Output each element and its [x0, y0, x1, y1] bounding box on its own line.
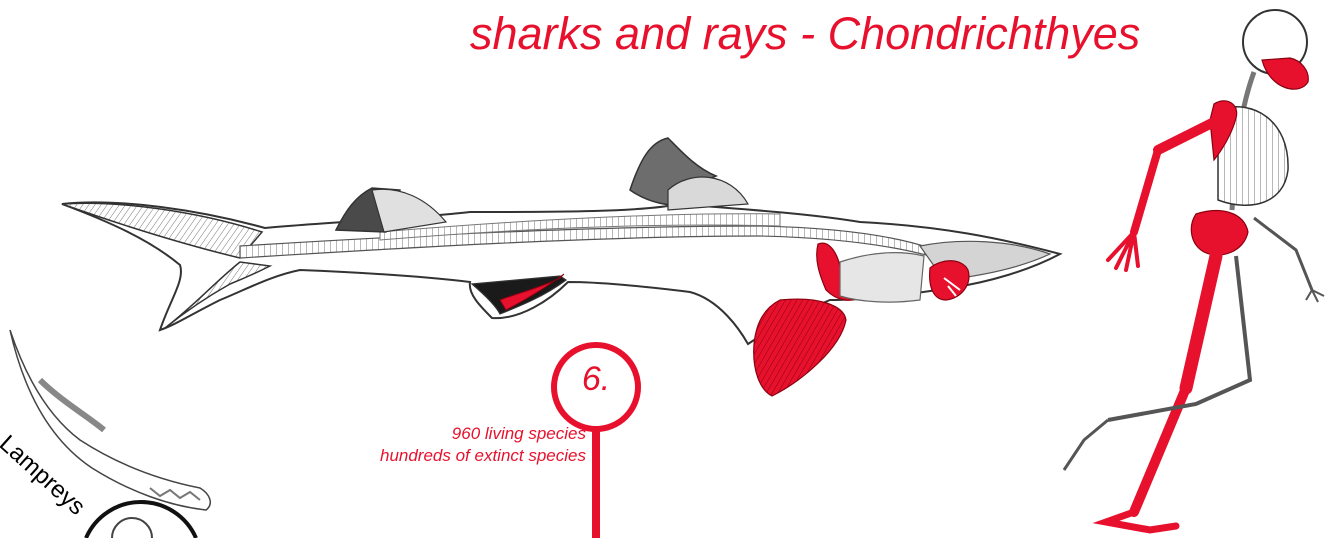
jaw [930, 261, 969, 300]
jaw-skull [1262, 58, 1308, 89]
far-arm [1254, 218, 1312, 290]
radius-ulna [1134, 150, 1158, 232]
far-hand [1306, 290, 1324, 302]
page-title: sharks and rays - Chondrichthyes [470, 8, 1230, 60]
far-foot [1064, 420, 1108, 470]
clade-number: 6. [560, 360, 632, 399]
hand [1108, 232, 1138, 270]
shark-skeleton [62, 138, 1060, 396]
human-skeleton [1064, 10, 1324, 530]
femur [1186, 256, 1216, 388]
pectoral-fin [754, 299, 846, 396]
extinct-species-label: hundreds of extinct species [286, 446, 586, 466]
branchial-region [840, 253, 924, 302]
foot [1106, 512, 1176, 530]
lamprey-node-circle-inner [112, 518, 152, 538]
living-species-label: 960 living species [286, 424, 586, 444]
first-dorsal-fin-base [668, 177, 748, 210]
pelvis [1191, 211, 1248, 255]
